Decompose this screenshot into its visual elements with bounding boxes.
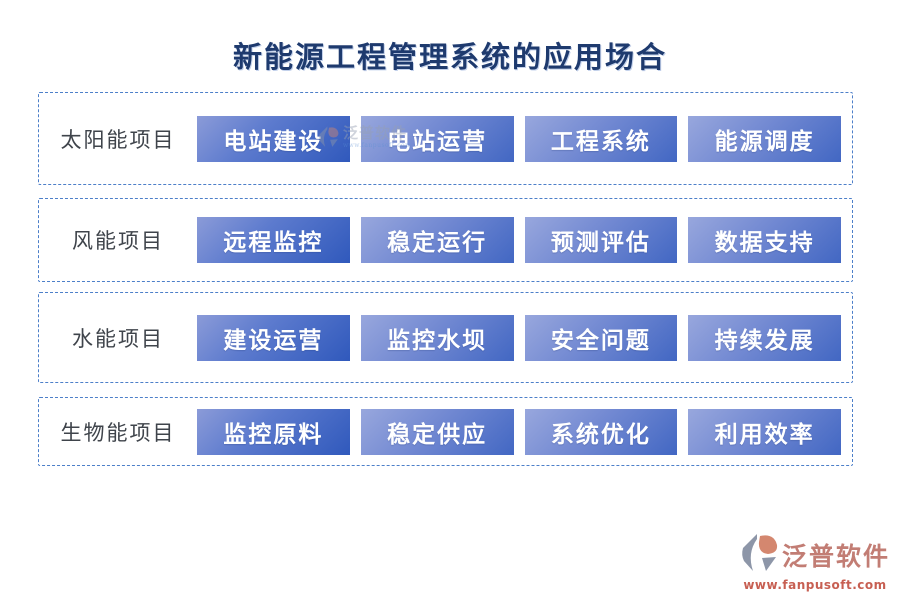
group-biomass-project: 生物能项目 监控原料 稳定供应 系统优化 利用效率 bbox=[38, 397, 853, 466]
group-label-biomass: 生物能项目 bbox=[60, 420, 176, 445]
button-hydro-construction-operation[interactable]: 建设运营 bbox=[197, 314, 350, 361]
button-solar-station-construction[interactable]: 电站建设 bbox=[197, 115, 350, 162]
button-solar-energy-dispatch[interactable]: 能源调度 bbox=[688, 115, 841, 162]
button-group-solar: 电站建设 电站运营 工程系统 能源调度 bbox=[197, 115, 852, 162]
button-biomass-utilization-efficiency[interactable]: 利用效率 bbox=[688, 408, 841, 455]
button-solar-engineering-system[interactable]: 工程系统 bbox=[524, 115, 678, 162]
button-wind-remote-monitoring[interactable]: 远程监控 bbox=[197, 217, 350, 263]
button-hydro-safety-issues[interactable]: 安全问题 bbox=[524, 314, 678, 361]
button-wind-forecast-evaluation[interactable]: 预测评估 bbox=[524, 217, 678, 263]
group-wind-project: 风能项目 远程监控 稳定运行 预测评估 数据支持 bbox=[38, 198, 853, 282]
button-biomass-system-optimization[interactable]: 系统优化 bbox=[524, 408, 678, 455]
group-label-wind: 风能项目 bbox=[72, 229, 164, 253]
button-biomass-stable-supply[interactable]: 稳定供应 bbox=[360, 408, 514, 455]
button-hydro-dam-monitoring[interactable]: 监控水坝 bbox=[360, 314, 514, 361]
button-solar-station-operation[interactable]: 电站运营 bbox=[360, 115, 514, 162]
button-biomass-raw-material-monitoring[interactable]: 监控原料 bbox=[197, 408, 350, 455]
button-wind-data-support[interactable]: 数据支持 bbox=[688, 217, 841, 263]
group-label-hydro: 水能项目 bbox=[72, 326, 164, 351]
group-solar-project: 太阳能项目 电站建设 电站运营 工程系统 能源调度 bbox=[38, 92, 853, 185]
button-hydro-sustainable-development[interactable]: 持续发展 bbox=[688, 314, 841, 361]
button-group-biomass: 监控原料 稳定供应 系统优化 利用效率 bbox=[197, 408, 852, 455]
button-wind-stable-operation[interactable]: 稳定运行 bbox=[360, 217, 514, 263]
button-group-hydro: 建设运营 监控水坝 安全问题 持续发展 bbox=[197, 314, 852, 361]
fanpu-footer-link[interactable]: 泛普软件 www.fanpusoft.com bbox=[740, 533, 890, 592]
page-title: 新能源工程管理系统的应用场合 bbox=[232, 40, 667, 74]
group-label-solar: 太阳能项目 bbox=[60, 127, 176, 152]
footer-brand-url[interactable]: www.fanpusoft.com bbox=[743, 578, 887, 592]
fanpu-logo-icon bbox=[740, 533, 780, 577]
button-group-wind: 远程监控 稳定运行 预测评估 数据支持 bbox=[197, 217, 852, 263]
footer-brand-name: 泛普软件 bbox=[781, 542, 890, 571]
group-hydro-project: 水能项目 建设运营 监控水坝 安全问题 持续发展 bbox=[38, 292, 853, 383]
